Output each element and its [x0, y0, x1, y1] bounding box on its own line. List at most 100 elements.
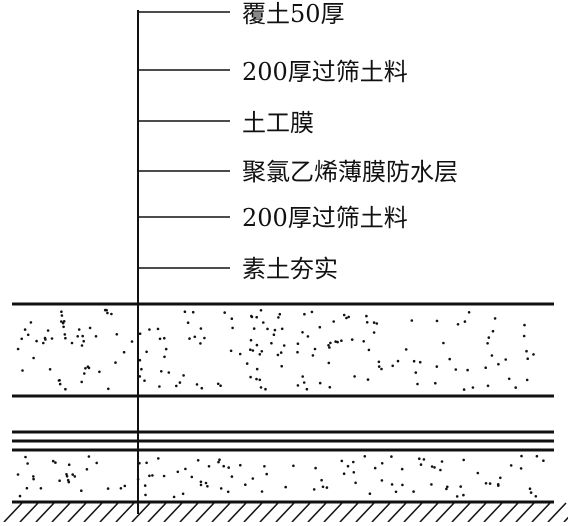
- soil-dot: [459, 485, 463, 488]
- soil-dot: [80, 489, 83, 493]
- soil-dot: [65, 473, 68, 476]
- soil-dot: [367, 348, 371, 352]
- hatch-line: [83, 502, 103, 523]
- soil-dot: [145, 461, 148, 465]
- soil-dot: [363, 455, 367, 458]
- soil-dot: [262, 321, 265, 324]
- soil-dot: [190, 475, 194, 479]
- soil-dot: [163, 355, 166, 359]
- soil-dot: [77, 328, 81, 331]
- soil-dot: [86, 365, 90, 369]
- soil-dot: [18, 494, 22, 498]
- soil-dot: [143, 379, 146, 383]
- soil-dot: [350, 338, 354, 341]
- soil-dot: [136, 477, 140, 481]
- soil-dot: [303, 312, 306, 316]
- soil-dot: [435, 319, 439, 323]
- soil-dot: [422, 458, 426, 461]
- soil-dot: [391, 364, 395, 368]
- soil-dot: [106, 311, 109, 315]
- soil-dot: [199, 327, 203, 330]
- hatch-line: [179, 502, 199, 523]
- soil-dot: [62, 320, 66, 323]
- soil-dot: [98, 370, 101, 374]
- hatch-line: [67, 502, 87, 523]
- soil-dot: [520, 454, 523, 458]
- soil-dot: [238, 352, 242, 356]
- soil-dot: [143, 484, 147, 487]
- soil-dot: [534, 495, 538, 498]
- label-topsoil: 覆土50厚: [242, 0, 345, 28]
- hatch-line: [467, 502, 487, 523]
- soil-dot: [328, 385, 332, 389]
- soil-dots-lower-layer: [16, 454, 545, 499]
- soil-dot: [151, 474, 154, 477]
- soil-dot: [223, 311, 226, 314]
- soil-dot: [260, 350, 264, 353]
- soil-dot: [258, 378, 262, 382]
- soil-dot: [416, 382, 419, 386]
- soil-dot: [312, 488, 316, 491]
- hatch-line: [131, 502, 151, 523]
- soil-dot: [217, 460, 220, 464]
- soil-dot: [167, 371, 171, 374]
- soil-dot: [526, 357, 529, 361]
- soil-dot: [493, 317, 497, 320]
- soil-dot: [484, 482, 488, 485]
- soil-dot: [462, 493, 465, 497]
- soil-dot: [380, 367, 383, 371]
- soil-dot: [260, 490, 264, 493]
- hatch-line: [515, 502, 535, 523]
- soil-dot: [507, 377, 511, 381]
- soil-dot: [528, 487, 532, 491]
- soil-dot: [320, 478, 323, 482]
- soil-dot: [509, 464, 513, 467]
- soil-dot: [138, 461, 141, 465]
- soil-dot: [115, 333, 119, 336]
- hatch-line: [419, 502, 439, 523]
- soil-dot: [67, 480, 71, 484]
- soil-dot: [64, 387, 67, 391]
- hatch-line: [275, 502, 295, 523]
- soil-dot: [178, 381, 182, 384]
- soil-dot: [321, 485, 325, 489]
- soil-dot: [412, 490, 415, 493]
- soil-dot: [105, 308, 108, 312]
- soil-dot: [73, 475, 77, 478]
- soil-dot: [199, 480, 203, 484]
- soil-dot: [318, 381, 322, 385]
- soil-dot: [255, 367, 259, 371]
- soil-dot: [114, 361, 117, 364]
- soil-dot: [245, 362, 249, 365]
- hatch-line: [435, 502, 455, 523]
- soil-dot: [306, 335, 310, 338]
- soil-dot: [58, 382, 62, 386]
- soil-dot: [375, 322, 379, 325]
- soil-dot: [313, 347, 317, 351]
- soil-dot: [42, 341, 45, 345]
- soil-dot: [229, 349, 233, 353]
- soil-dot: [497, 362, 500, 366]
- soil-dot: [487, 336, 491, 339]
- label-geomembrane: 土工膜: [242, 109, 314, 137]
- soil-dot: [448, 357, 452, 361]
- soil-dot: [455, 495, 459, 498]
- label-sieved-soil-upper: 200厚过筛土料: [242, 58, 408, 86]
- soil-dot: [145, 350, 148, 354]
- soil-dot: [67, 463, 71, 467]
- soil-dot: [463, 320, 467, 323]
- soil-dot: [280, 364, 284, 368]
- soil-dot: [20, 337, 24, 341]
- soil-dot: [163, 336, 166, 340]
- soil-dot: [462, 458, 466, 462]
- soil-dot: [70, 341, 74, 345]
- hatch-line: [355, 502, 375, 523]
- soil-dot: [158, 385, 161, 388]
- soil-dot: [199, 342, 202, 345]
- soil-dot: [490, 354, 494, 357]
- soil-dot: [332, 320, 336, 323]
- soil-dot: [446, 485, 449, 489]
- soil-dot: [138, 375, 142, 378]
- soil-dot: [372, 331, 376, 334]
- soil-dot: [272, 333, 276, 337]
